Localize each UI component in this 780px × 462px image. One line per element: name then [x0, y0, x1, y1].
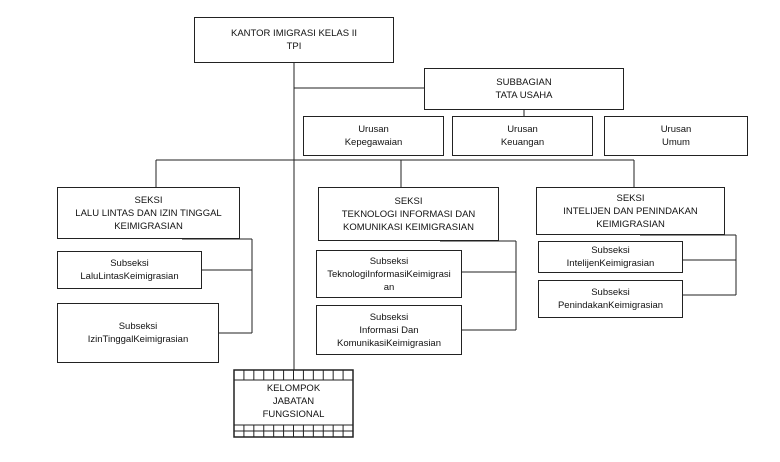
subseksi-box-informasi: Subseksi Informasi Dan KomunikasiKeimigr…: [316, 305, 462, 355]
subseksi-label: Subseksi: [591, 287, 630, 298]
head-office-line1: KANTOR IMIGRASI KELAS II: [231, 28, 357, 39]
subseksi-label: Subseksi: [110, 258, 149, 269]
urusan-name: Keuangan: [500, 137, 545, 148]
head-office-box: KANTOR IMIGRASI KELAS II TPI: [194, 17, 394, 63]
subseksi-box-izin-tinggal: Subseksi IzinTinggalKeimigrasian: [57, 303, 219, 363]
seksi-box-intelijen: SEKSI INTELIJEN DAN PENINDAKAN KEIMIGRAS…: [536, 187, 725, 235]
fungsional-line: FUNGSIONAL: [262, 409, 325, 420]
urusan-box-kepegawaian: Urusan Kepegawaian: [303, 116, 444, 156]
subseksi-name: TeknologiInformasiKeimigrasi: [327, 268, 451, 280]
seksi-box-teknologi: SEKSI TEKNOLOGI INFORMASI DAN KOMUNIKASI…: [318, 187, 499, 241]
seksi-line: SEKSI: [394, 195, 423, 207]
seksi-line: LALU LINTAS DAN IZIN TINGGAL: [75, 207, 222, 219]
urusan-name: Umum: [662, 137, 690, 148]
seksi-line: TEKNOLOGI INFORMASI DAN: [341, 208, 476, 220]
urusan-box-umum: Urusan Umum: [604, 116, 748, 156]
seksi-line: SEKSI: [134, 194, 163, 206]
subseksi-label: Subseksi: [591, 245, 630, 256]
subseksi-box-intelijen: Subseksi IntelijenKeimigrasian: [538, 241, 683, 273]
seksi-box-lalu-lintas: SEKSI LALU LINTAS DAN IZIN TINGGAL KEIMI…: [57, 187, 240, 239]
subseksi-box-penindakan: Subseksi PenindakanKeimigrasian: [538, 280, 683, 318]
subbagian-line1: SUBBAGIAN: [496, 77, 552, 88]
subseksi-name-cont: an: [383, 281, 395, 293]
urusan-label: Urusan: [358, 124, 389, 135]
fungsional-label: KELOMPOK JABATAN FUNGSIONAL: [234, 382, 353, 421]
subseksi-box-lalu-lintas: Subseksi LaluLintasKeimigrasian: [57, 251, 202, 289]
subseksi-name: LaluLintasKeimigrasian: [80, 271, 179, 282]
urusan-label: Urusan: [660, 124, 692, 135]
urusan-label: Urusan: [507, 124, 538, 135]
fungsional-line: KELOMPOK: [266, 383, 321, 394]
subseksi-label: Subseksi: [118, 321, 158, 332]
subbagian-box: SUBBAGIAN TATA USAHA: [424, 68, 624, 110]
urusan-name: Kepegawaian: [344, 137, 403, 148]
fungsional-line: JABATAN: [272, 396, 315, 407]
subseksi-name: Informasi Dan: [359, 324, 419, 336]
subseksi-name: IzinTinggalKeimigrasian: [87, 334, 189, 345]
subseksi-name: PenindakanKeimigrasian: [557, 300, 664, 311]
seksi-line: KEIMIGRASIAN: [114, 220, 183, 232]
subseksi-name: IntelijenKeimigrasian: [566, 258, 655, 269]
subseksi-name-cont: KomunikasiKeimigrasian: [336, 337, 442, 349]
seksi-line: INTELIJEN DAN PENINDAKAN: [563, 205, 698, 217]
subbagian-line2: TATA USAHA: [495, 90, 553, 101]
seksi-line: SEKSI: [616, 192, 645, 204]
seksi-line: KEIMIGRASIAN: [596, 218, 665, 230]
head-office-line2: TPI: [286, 41, 302, 52]
subseksi-label: Subseksi: [369, 255, 409, 267]
subseksi-label: Subseksi: [369, 311, 409, 323]
subseksi-box-teknologi: Subseksi TeknologiInformasiKeimigrasi an: [316, 250, 462, 298]
seksi-line: KOMUNIKASI KEIMIGRASIAN: [343, 221, 474, 233]
urusan-box-keuangan: Urusan Keuangan: [452, 116, 593, 156]
